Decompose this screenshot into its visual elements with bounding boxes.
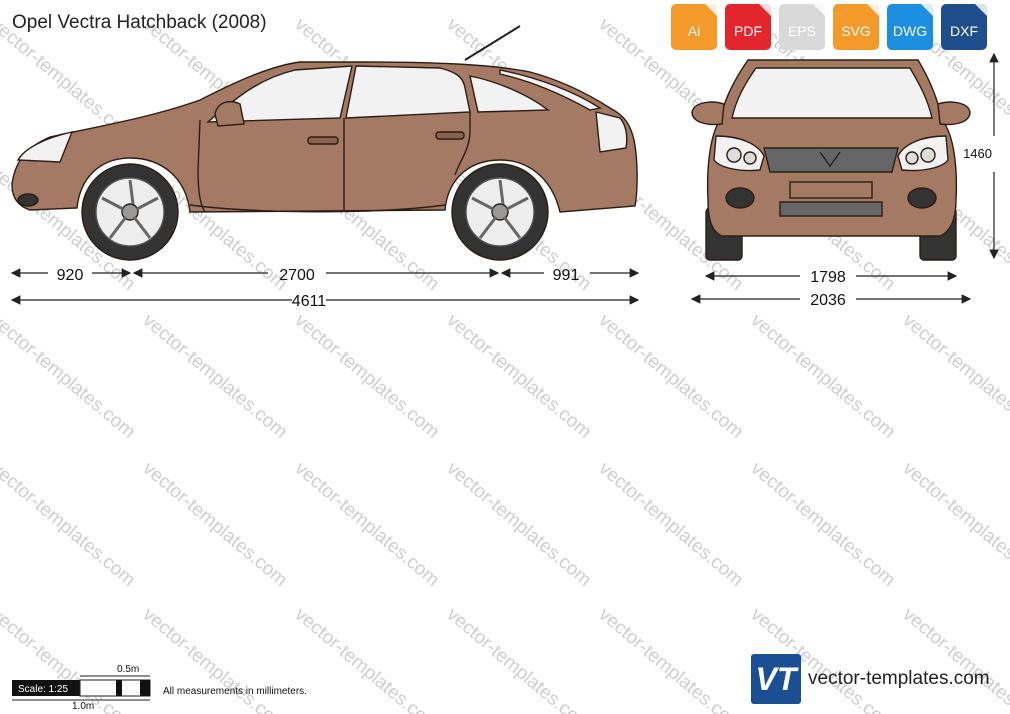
license-plate: [789, 181, 873, 199]
pdf-file-icon[interactable]: PDF: [725, 4, 771, 50]
front-door-handle: [307, 136, 339, 145]
dwg-file-icon[interactable]: DWG: [887, 4, 933, 50]
front-wheel: [81, 163, 179, 261]
scale-ruler-block: [140, 680, 150, 696]
svg-file-icon[interactable]: SVG: [833, 4, 879, 50]
dimension-track: 1798: [810, 269, 846, 286]
right-headlamp-lens-inner: [905, 151, 919, 165]
vt-logo-icon[interactable]: VT: [751, 654, 801, 704]
grille: [763, 147, 899, 173]
dxf-file-icon[interactable]: DXF: [941, 4, 987, 50]
rear-door-window: [345, 65, 471, 119]
antenna: [464, 25, 521, 61]
dimension-front-overhang: 920: [57, 267, 84, 284]
rear-quarter-window: [469, 75, 550, 113]
format-label: PDF: [734, 23, 762, 39]
right-fog-light: [907, 187, 937, 209]
dimension-lines: [10, 52, 999, 305]
scale-ruler: [79, 679, 151, 697]
scale-ruler-block: [116, 680, 122, 696]
ai-file-icon[interactable]: Ai: [671, 4, 717, 50]
right-headlamp-lens: [920, 147, 936, 163]
scale-half-meter-label: 0.5m: [117, 664, 139, 675]
front-fog-light: [17, 193, 39, 207]
rear-door-handle: [435, 131, 465, 140]
scale-label: Scale: 1:25: [18, 684, 68, 695]
scale-bar: 0.5m Scale: 1:25 1.0m: [12, 664, 151, 712]
brand-link[interactable]: vector-templates.com: [808, 668, 990, 689]
format-label: SVG: [841, 23, 871, 39]
car-front-view: [691, 59, 971, 261]
tail-light: [595, 111, 628, 153]
dimension-rear-overhang: 991: [553, 267, 580, 284]
dimension-length: 4611: [292, 293, 327, 310]
door-seam-front: [197, 119, 206, 213]
format-label: EPS: [787, 23, 816, 39]
side-sill: [189, 204, 446, 213]
side-mirror: [214, 101, 245, 127]
eps-file-icon[interactable]: EPS: [779, 4, 825, 50]
left-mirror: [691, 101, 725, 126]
format-label: Ai: [687, 23, 701, 39]
door-seam-rear: [454, 112, 471, 176]
page-title: Opel Vectra Hatchback (2008): [12, 12, 267, 33]
scale-label-box: [12, 680, 80, 696]
scale-meter-label: 1.0m: [72, 701, 94, 712]
format-label: DWG: [892, 23, 928, 39]
left-headlamp-lens-inner: [743, 151, 757, 165]
measurement-note: All measurements in millimeters.: [163, 686, 307, 697]
headlight: [16, 131, 74, 163]
rear-wheel: [451, 163, 549, 261]
car-side-view: [11, 25, 638, 261]
right-mirror: [937, 101, 971, 126]
left-headlamp-lens: [726, 147, 742, 163]
format-label: DXF: [950, 23, 978, 39]
dimension-width: 2036: [810, 292, 846, 309]
opel-emblem: [819, 151, 841, 168]
left-fog-light: [725, 187, 755, 209]
format-toolbar: Ai PDF EPS SVG DWG DXF: [671, 4, 987, 50]
dimension-wheelbase: 2700: [279, 267, 315, 284]
rear-windshield: [499, 69, 602, 111]
lower-intake: [779, 201, 883, 217]
windshield: [731, 67, 933, 119]
dimension-height: 1460: [963, 146, 992, 161]
